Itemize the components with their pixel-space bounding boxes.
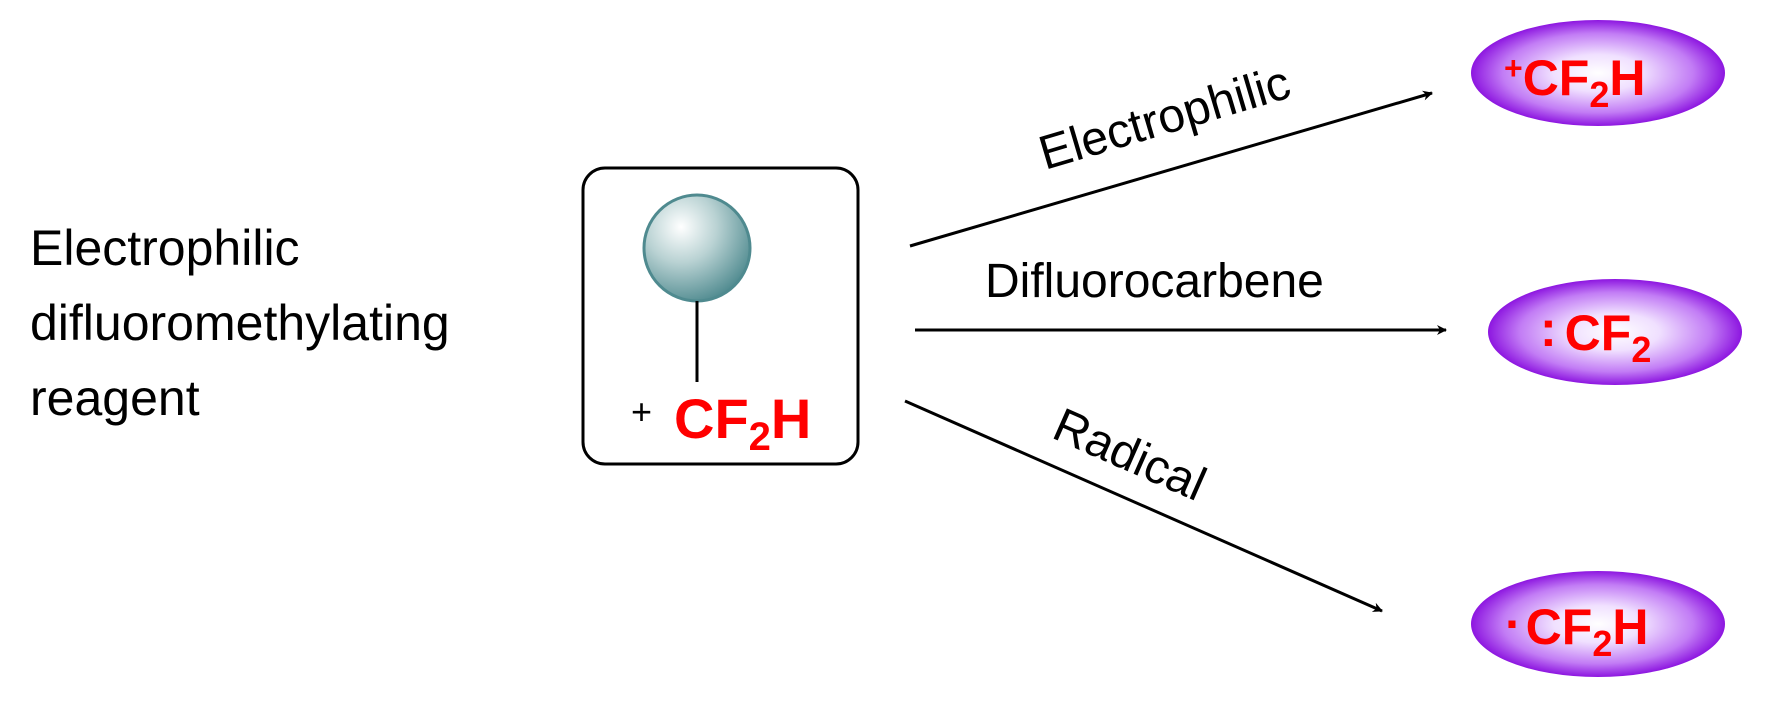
product-sub-difluorocarbene: 2 [1631,329,1651,370]
arrow-electrophilic [909,90,1433,248]
description-line-3: reagent [30,370,200,426]
product-ellipse-difluorocarbene [1488,279,1742,385]
reagent-group-main: CF [674,387,749,450]
pathway-arrows [904,90,1447,613]
reagent-box: + CF2H [581,166,860,466]
product-radical: ·CF2H [1471,571,1725,677]
product-end-electrophilic: H [1609,50,1645,106]
arrow-radical [904,399,1383,613]
reagent-group-end: H [771,387,811,450]
product-prefix-difluorocarbene: : [1540,301,1557,357]
product-formula-electrophilic: +CF2H [1504,50,1645,115]
product-ellipse-radical [1471,571,1725,677]
pathway-label-electrophilic: Electrophilic [1033,56,1296,180]
product-prefix-radical: · [1505,596,1522,652]
description-line-1: Electrophilic [30,220,300,276]
description-line-2: difluoromethylating [30,295,450,351]
product-main-radical: CF [1526,599,1593,655]
product-main-difluorocarbene: CF [1565,305,1632,361]
product-formula-difluorocarbene: :CF2 [1540,301,1651,370]
reagent-group-formula: CF2H [674,387,811,459]
reagent-description: Electrophilic difluoromethylating reagen… [30,220,450,426]
reagent-group-subscript: 2 [749,415,771,459]
pathway-labels: Electrophilic Difluorocarbene Radical [985,56,1324,511]
product-end-radical: H [1612,599,1648,655]
product-sub-radical: 2 [1592,623,1612,664]
product-sub-electrophilic: 2 [1589,74,1609,115]
product-electrophilic: +CF2H [1471,20,1725,126]
pathway-label-difluorocarbene: Difluorocarbene [985,255,1324,308]
product-main-electrophilic: CF [1523,50,1590,106]
pathway-label-radical: Radical [1046,399,1214,512]
reagent-charge: + [631,391,652,432]
product-prefix-electrophilic: + [1504,50,1523,86]
product-difluorocarbene: :CF2 [1488,279,1742,385]
reagent-sphere-icon [642,193,752,303]
product-formula-radical: ·CF2H [1505,596,1648,664]
product-ellipse-electrophilic [1471,20,1725,126]
